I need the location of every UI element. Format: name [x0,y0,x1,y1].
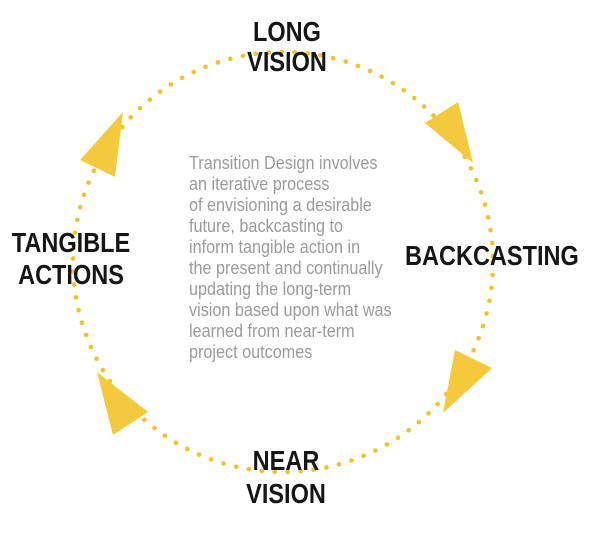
center-description: Transition Design involves an iterative … [189,153,392,362]
arrow-top-left-icon [80,112,123,177]
arrow-bottom-left-icon [97,372,148,435]
label-tangible-actions: TANGIBLE ACTIONS [11,227,131,290]
label-long-vision: LONG VISION [247,16,327,77]
arrow-bottom-right-icon [443,350,492,413]
label-near-vision: NEAR VISION [246,445,326,509]
label-backcasting: BACKCASTING [405,240,579,271]
dotted-circle [70,49,496,475]
arrow-top-right-icon [425,102,473,163]
